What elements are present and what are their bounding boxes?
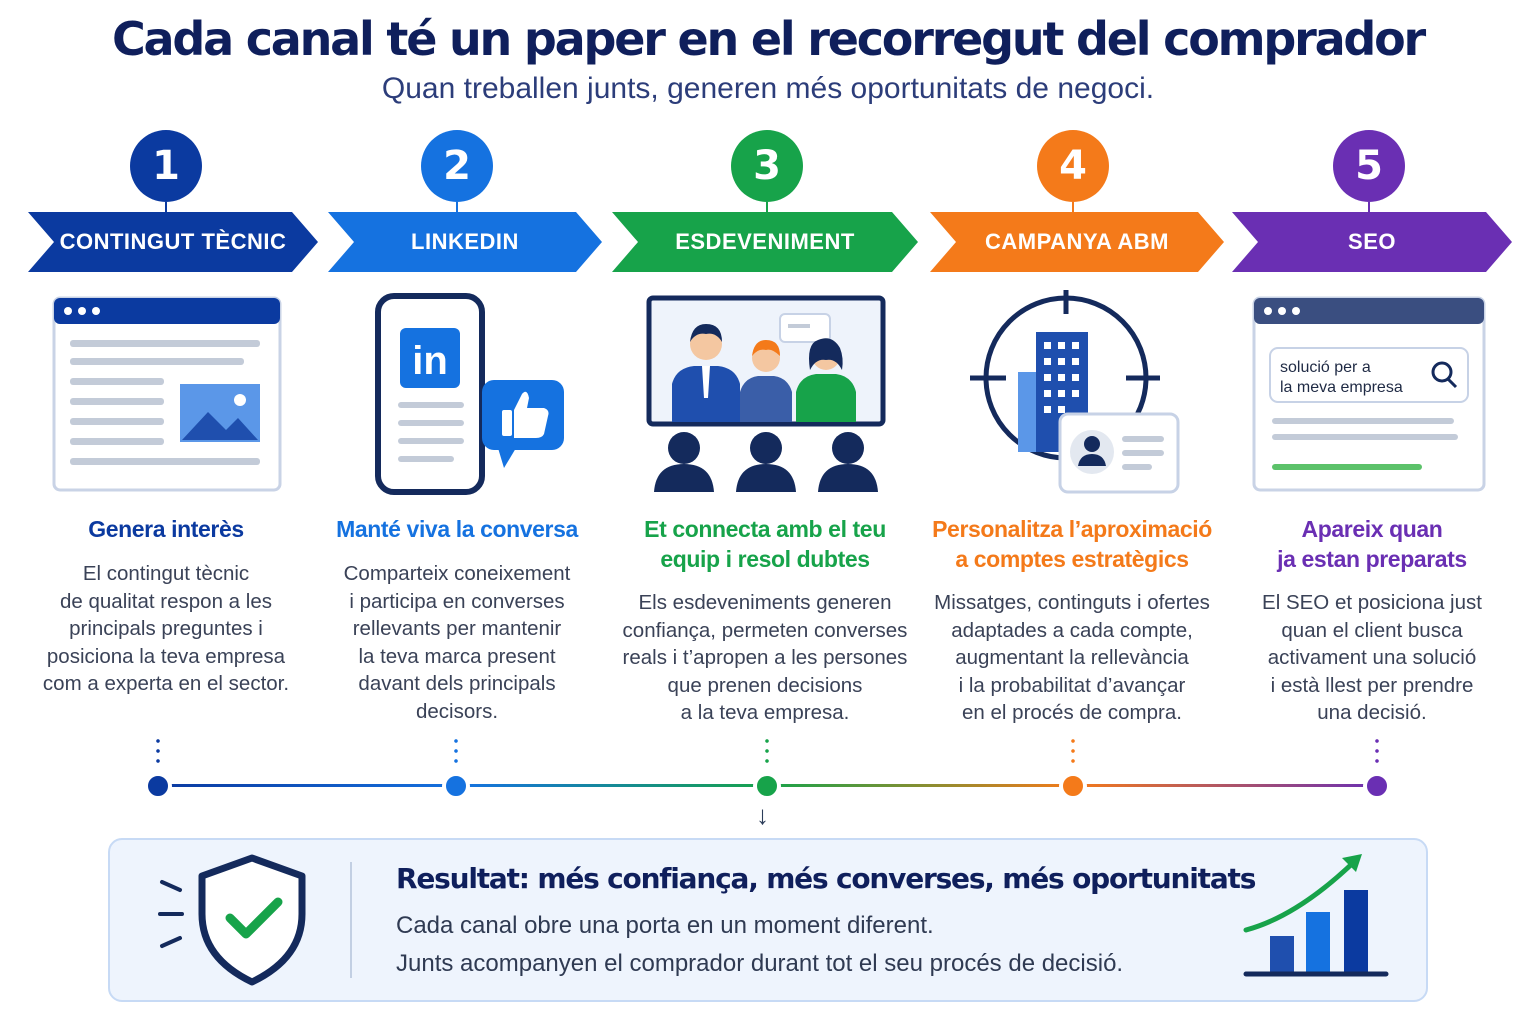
step-3-desc-line: Els esdeveniments generen: [638, 591, 892, 614]
step-4-desc-line: en el procés de compra.: [962, 701, 1182, 724]
step-5-number: 5: [1333, 130, 1405, 202]
result-divider: [350, 862, 352, 978]
timeline-dot-2: [442, 772, 470, 800]
step-1-desc-line: principals preguntes i: [69, 617, 263, 640]
step-5-description: El SEO et posiciona just quan el client …: [1228, 589, 1516, 727]
step-1-desc-line: de qualitat respon a les: [60, 589, 272, 613]
step-4-desc-line: adaptades a cada compte,: [951, 618, 1193, 642]
step-1-heading-line: Genera interès: [88, 516, 244, 542]
step-2-desc-line: la teva marca present: [358, 644, 556, 668]
step-2-dotted-connector: [454, 736, 458, 766]
step-3-number: 3: [731, 130, 803, 202]
step-1-desc-line: com a experta en el sector.: [42, 672, 290, 695]
step-2-description: Comparteix coneixement i participa en co…: [304, 560, 610, 725]
down-arrow-icon: ↓: [756, 800, 769, 830]
step-5-heading: Apareix quan ja estan preparats: [1228, 514, 1516, 574]
step-5-dotted-connector: [1375, 736, 1379, 766]
step-4-heading: Personalitza l’aproximació a comptes est…: [918, 514, 1226, 574]
step-4-number: 4: [1037, 130, 1109, 202]
step-3-desc-line: reals i t’apropen a les persones: [622, 646, 908, 669]
step-2-banner: LINKEDIN: [328, 212, 602, 272]
target-building-icon: [966, 288, 1182, 498]
step-5-desc-line: una decisió.: [1317, 701, 1427, 724]
step-5-desc-line: activament una solució: [1267, 646, 1477, 669]
step-4-banner: CAMPANYA ABM: [930, 212, 1224, 272]
step-5-connector: [1368, 202, 1370, 216]
step-4-dotted-connector: [1071, 736, 1075, 766]
step-2-desc-line: rellevants per mantenir: [352, 617, 562, 640]
step-2-desc-line: decisors.: [415, 699, 499, 723]
step-1-heading: Genera interès: [14, 514, 318, 544]
step-5-banner: SEO: [1232, 212, 1512, 272]
step-3-desc-line: a la teva empresa.: [680, 701, 850, 724]
step-3-desc-line: confiança, permeten converses: [622, 618, 908, 642]
step-3-desc-line: que prenen decisions: [667, 673, 863, 697]
step-2-desc-line: i participa en converses: [349, 589, 565, 613]
result-line-2: Junts acompanyen el comprador durant tot…: [396, 950, 1124, 977]
step-2-number: 2: [421, 130, 493, 202]
step-1-connector: [165, 202, 167, 216]
step-5-heading-line: ja estan preparats: [1277, 546, 1467, 572]
step-5-desc-line: El SEO et posiciona just: [1262, 591, 1482, 614]
step-4-description: Missatges, continguts i ofertes adaptade…: [918, 589, 1226, 727]
step-3-connector: [766, 202, 768, 216]
timeline-dot-5: [1363, 772, 1391, 800]
step-3-heading-line: equip i resol dubtes: [660, 546, 870, 572]
step-3-heading-line: Et connecta amb el teu: [644, 516, 886, 542]
step-2-connector: [456, 202, 458, 216]
linkedin-logo-text: in: [412, 339, 448, 383]
step-4-heading-line: Personalitza l’aproximació: [932, 516, 1212, 542]
step-1-banner: CONTINGUT TÈCNIC: [28, 212, 318, 272]
search-browser-icon: solució per a la meva empresa: [1252, 288, 1486, 494]
page-subtitle: Quan treballen junts, generen més oportu…: [381, 72, 1155, 105]
step-4-heading-line: a comptes estratègics: [955, 546, 1189, 572]
step-1-desc-line: El contingut tècnic: [82, 562, 250, 585]
step-2-desc-line: Comparteix coneixement: [343, 562, 571, 585]
step-3-description: Els esdeveniments generen confiança, per…: [612, 589, 918, 727]
step-1-description: El contingut tècnic de qualitat respon a…: [14, 560, 318, 698]
timeline-dot-3: [753, 772, 781, 800]
event-audience-icon: [646, 288, 886, 498]
step-2-heading: Manté viva la conversa: [304, 514, 610, 544]
timeline-dot-1: [144, 772, 172, 800]
step-1-dotted-connector: [156, 736, 160, 766]
step-4-desc-line: i la probabilitat d’avançar: [958, 673, 1186, 697]
search-query-line-1: solució per a: [1280, 359, 1371, 376]
growth-chart-icon: [1238, 850, 1394, 982]
result-title: Resultat: més confiança, més converses, …: [396, 862, 1256, 895]
search-query-line-2: la meva empresa: [1280, 379, 1403, 396]
article-page-icon: [52, 288, 282, 494]
step-5-desc-line: i està llest per prendre: [1270, 673, 1474, 697]
result-panel: [108, 838, 1428, 1002]
step-4-connector: [1072, 202, 1074, 216]
shield-check-icon: [156, 852, 312, 988]
step-5-heading-line: Apareix quan: [1301, 516, 1443, 542]
step-3-heading: Et connecta amb el teu equip i resol dub…: [612, 514, 918, 574]
step-2-heading-line: Manté viva la conversa: [336, 516, 578, 542]
linkedin-phone-icon: in: [374, 288, 570, 498]
page-title: Cada canal té un paper en el recorregut …: [111, 12, 1426, 66]
step-1-desc-line: posiciona la teva empresa: [46, 644, 286, 668]
result-line-1: Cada canal obre una porta en un moment d…: [396, 912, 934, 939]
step-2-desc-line: davant dels principals: [358, 672, 556, 695]
step-4-desc-line: augmentant la rellevància: [955, 646, 1189, 669]
step-1-number: 1: [130, 130, 202, 202]
step-3-dotted-connector: [765, 736, 769, 766]
step-4-desc-line: Missatges, continguts i ofertes: [934, 591, 1210, 614]
step-5-desc-line: quan el client busca: [1281, 618, 1463, 642]
step-3-banner: ESDEVENIMENT: [612, 212, 918, 272]
timeline-dot-4: [1059, 772, 1087, 800]
